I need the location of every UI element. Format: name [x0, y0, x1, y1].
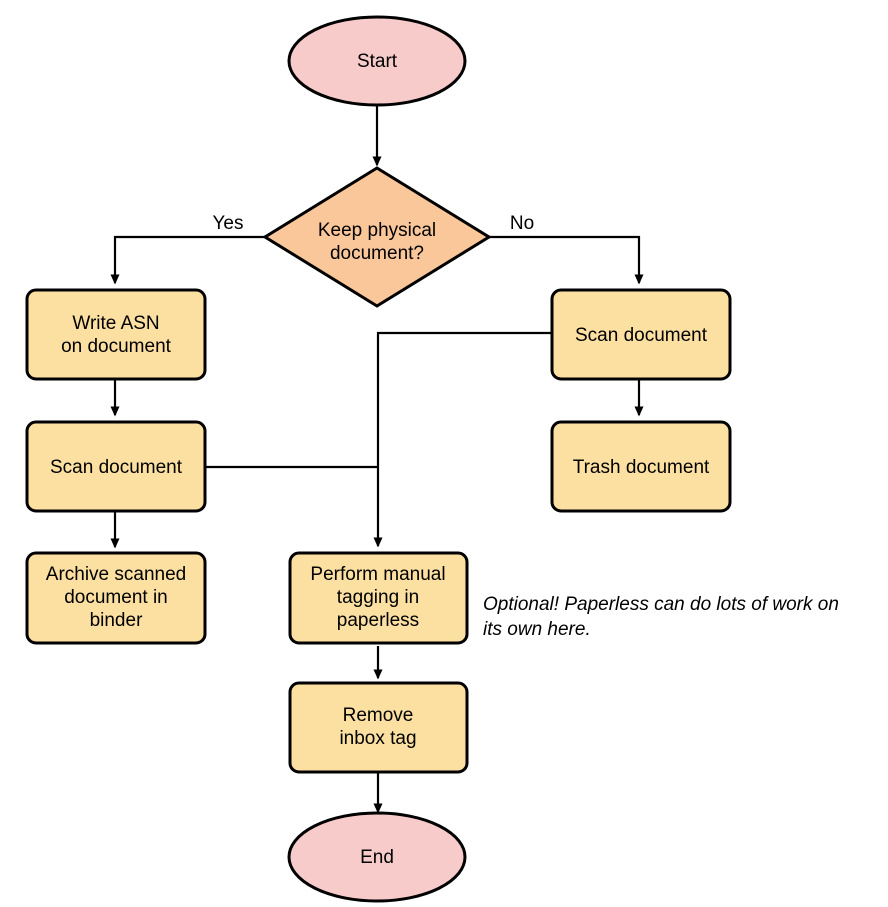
node-trash-document[interactable]: Trash document [550, 420, 732, 513]
decision-diamond [262, 166, 492, 308]
node-perform-manual-tagging[interactable]: Perform manual tagging in paperless [288, 551, 469, 645]
scan-document-left-label: Scan document [50, 457, 183, 478]
annotation-line1: Optional! Paperless can do lots of work … [483, 594, 839, 615]
edge-scan-right-to-tagging [373, 331, 551, 548]
edges-group [110, 101, 644, 814]
edge-decision-no-to-scan-right [489, 235, 644, 285]
archive-label-line2: document in [64, 587, 168, 608]
node-decision-keep-physical-document[interactable]: Keep physical document? [262, 166, 492, 308]
end-ellipse [287, 811, 467, 903]
tagging-label-line3: paperless [337, 610, 419, 631]
write-asn-label-line1: Write ASN [72, 313, 159, 334]
trash-document-box [550, 420, 732, 513]
edge-decision-yes-to-write-asn [110, 235, 265, 285]
node-scan-document-right[interactable]: Scan document [550, 288, 732, 381]
tagging-box [288, 551, 469, 645]
end-label: End [360, 847, 394, 868]
trash-document-label: Trash document [573, 457, 710, 478]
scan-document-left-box [25, 420, 207, 513]
write-asn-box [25, 288, 207, 381]
tagging-label-line2: tagging in [337, 587, 419, 608]
node-remove-inbox-tag[interactable]: Remove inbox tag [288, 681, 469, 774]
edge-label-yes: Yes [213, 213, 244, 234]
scan-document-right-label: Scan document [575, 325, 708, 346]
start-ellipse [287, 15, 467, 107]
decision-label-line1: Keep physical [318, 220, 436, 241]
remove-inbox-tag-label-line2: inbox tag [339, 728, 416, 749]
remove-inbox-tag-box [288, 681, 469, 774]
archive-label-line1: Archive scanned [46, 564, 186, 585]
remove-inbox-tag-label-line1: Remove [343, 705, 414, 726]
node-scan-document-left[interactable]: Scan document [25, 420, 207, 513]
scan-document-right-box [550, 288, 732, 381]
write-asn-label-line2: on document [61, 336, 172, 357]
archive-box [25, 551, 207, 645]
node-archive-scanned-document-in-binder[interactable]: Archive scanned document in binder [25, 551, 207, 645]
annotation-optional-paperless: Optional! Paperless can do lots of work … [483, 594, 839, 640]
decision-label-line2: document? [330, 243, 424, 264]
node-start[interactable]: Start [287, 15, 467, 107]
node-write-asn-on-document[interactable]: Write ASN on document [25, 288, 207, 381]
edge-label-no: No [510, 213, 534, 234]
annotation-line2: its own here. [483, 619, 591, 640]
node-end[interactable]: End [287, 811, 467, 903]
archive-label-line3: binder [90, 610, 143, 631]
tagging-label-line1: Perform manual [310, 564, 445, 585]
start-label: Start [357, 51, 398, 72]
